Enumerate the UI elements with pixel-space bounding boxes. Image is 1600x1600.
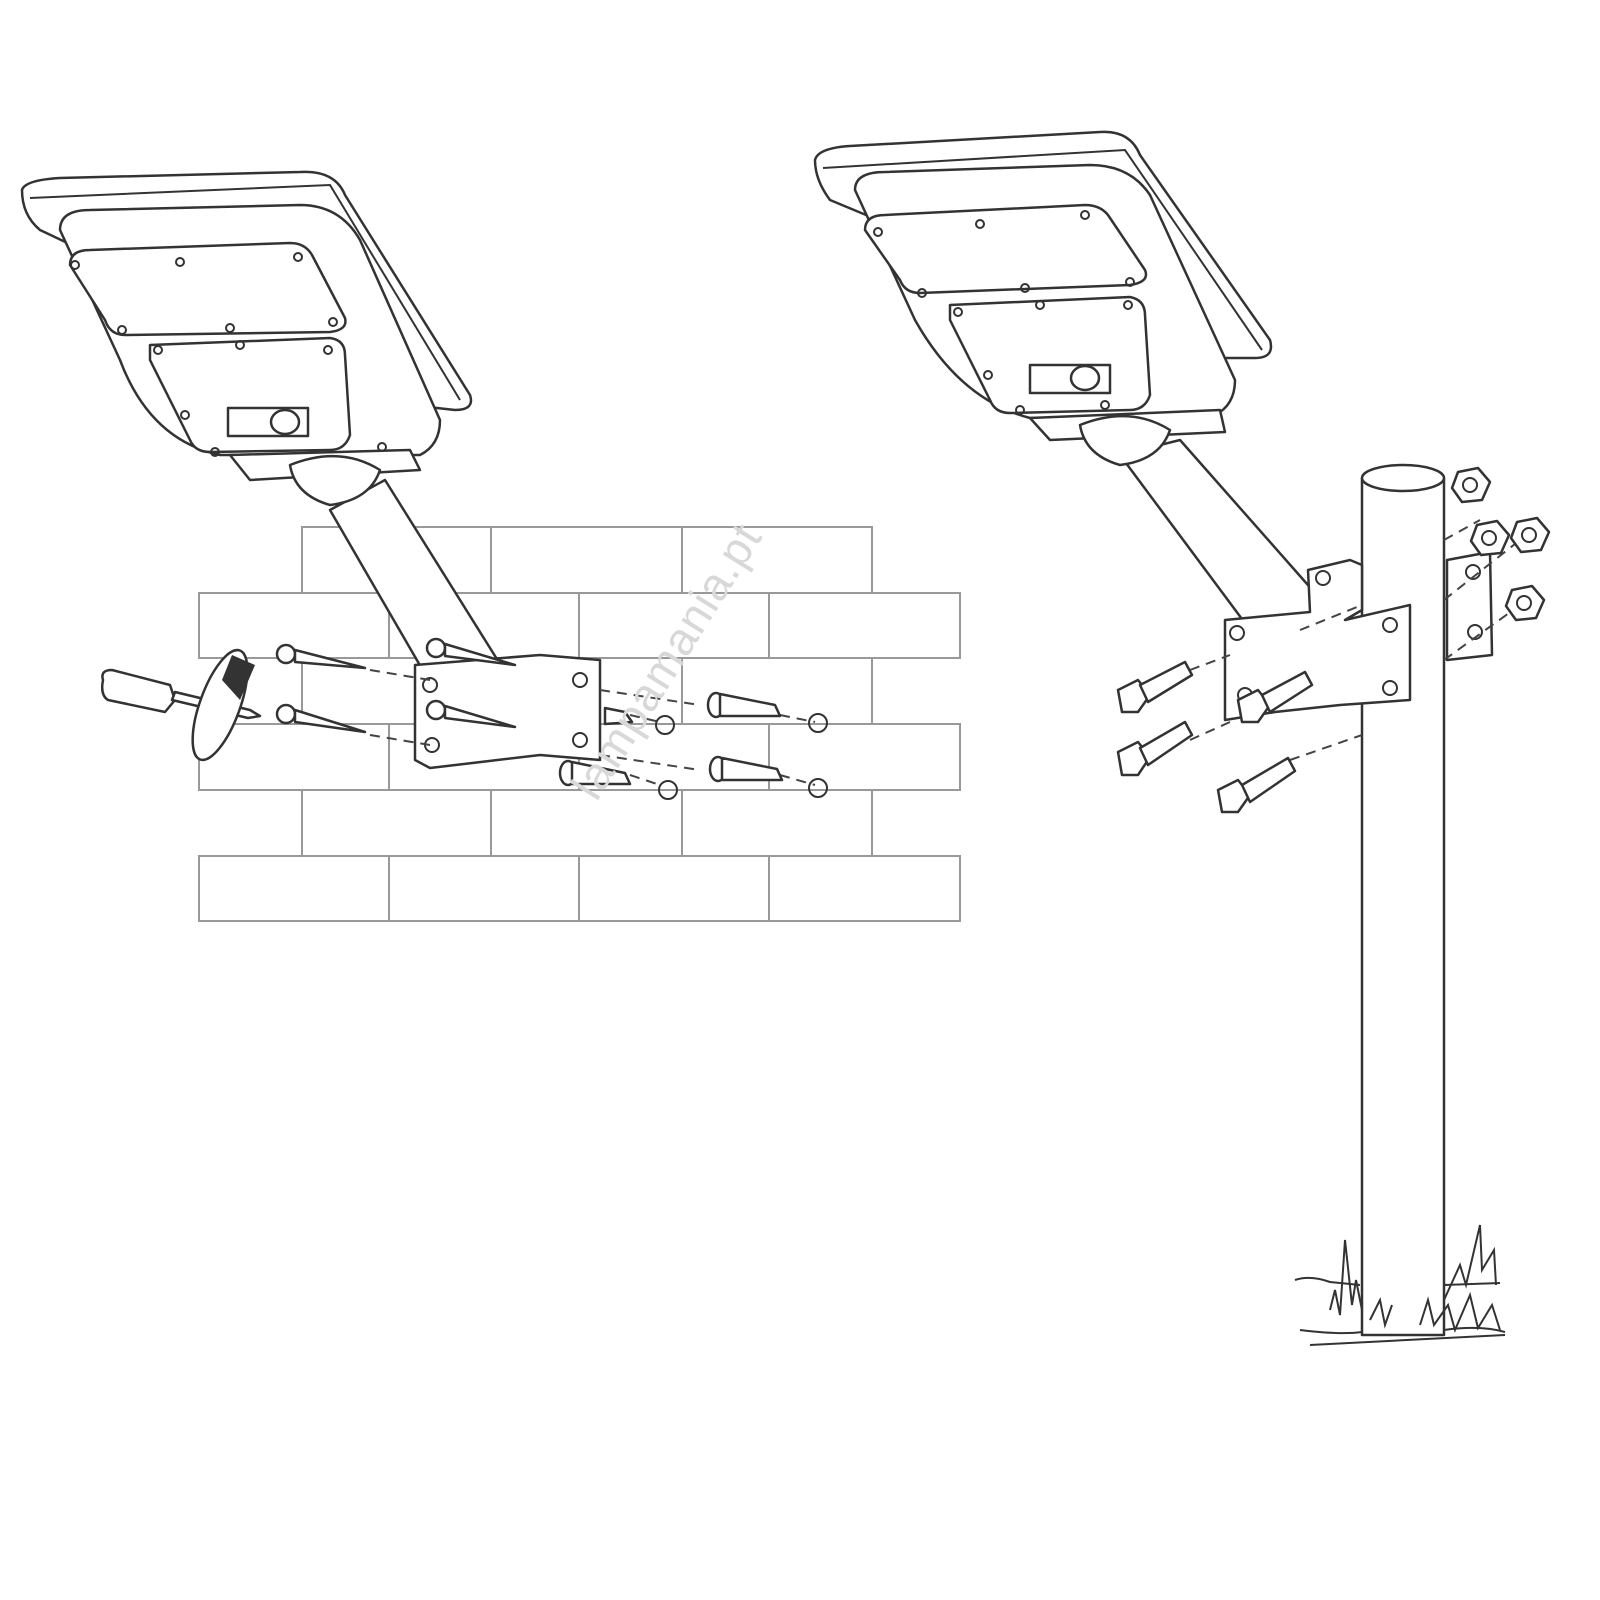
bolt-icon: [1216, 756, 1297, 814]
rotate-arrow-icon: [222, 655, 255, 700]
bolt-icon: [1116, 660, 1194, 714]
bolt-icon: [1116, 720, 1194, 777]
dowel-icon: [706, 691, 782, 719]
dowel-icon: [708, 755, 784, 783]
wall-bracket-left: [413, 653, 602, 770]
nut-icon: [1504, 584, 1546, 622]
pole: [1116, 463, 1551, 1337]
dowel-icon: [558, 759, 632, 787]
screw-icon: [275, 643, 367, 670]
ground-grass: [1294, 1224, 1506, 1346]
nut-icon: [1469, 519, 1511, 557]
screw-icon: [425, 637, 517, 667]
screwdriver-icon: [100, 648, 262, 762]
pole-bracket-front: [1223, 558, 1412, 722]
lamp-left: [20, 170, 602, 770]
nut-icon: [1509, 516, 1551, 554]
wall-fixings: [100, 637, 828, 800]
screw-icon: [275, 703, 367, 734]
bolt-icon: [1236, 670, 1314, 724]
pole-bracket-back: [1445, 550, 1494, 662]
nut-icon: [1450, 466, 1492, 504]
screw-icon: [425, 699, 517, 729]
lamp-right: [813, 130, 1347, 687]
